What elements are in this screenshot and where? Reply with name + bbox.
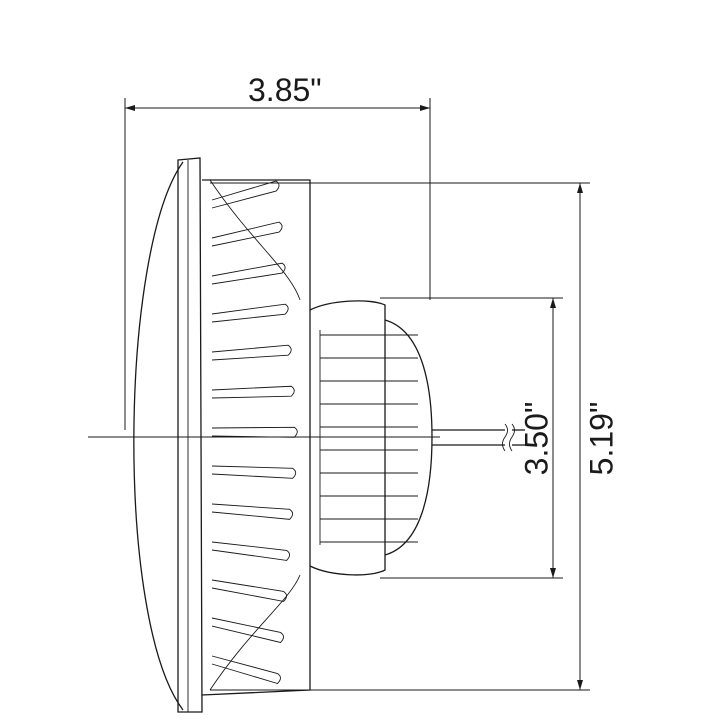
depth-dimension-label: 3.85" bbox=[248, 72, 322, 108]
fin bbox=[211, 426, 298, 438]
fin bbox=[211, 655, 281, 685]
heatsink-body bbox=[201, 179, 311, 696]
fin bbox=[211, 579, 288, 602]
fin bbox=[211, 262, 286, 285]
fin bbox=[211, 180, 280, 209]
fin bbox=[211, 303, 289, 323]
fin bbox=[211, 503, 294, 520]
height-dimension-label: 5.19" bbox=[583, 401, 620, 476]
rear-housing bbox=[309, 300, 433, 576]
fin bbox=[211, 221, 283, 247]
fin bbox=[211, 617, 284, 643]
rear-housing-fins bbox=[320, 334, 418, 543]
power-wire bbox=[432, 423, 525, 452]
height-dimension-line bbox=[210, 182, 590, 691]
heatsink-fins bbox=[211, 180, 298, 685]
lens bbox=[133, 157, 203, 713]
rear-diameter-dimension-line bbox=[380, 297, 563, 579]
fin bbox=[211, 465, 297, 479]
fin bbox=[211, 385, 295, 399]
fin bbox=[211, 541, 291, 561]
depth-dimension-line bbox=[124, 98, 431, 430]
fin bbox=[211, 344, 292, 361]
rear-diameter-dimension-label: 3.50" bbox=[518, 401, 555, 476]
